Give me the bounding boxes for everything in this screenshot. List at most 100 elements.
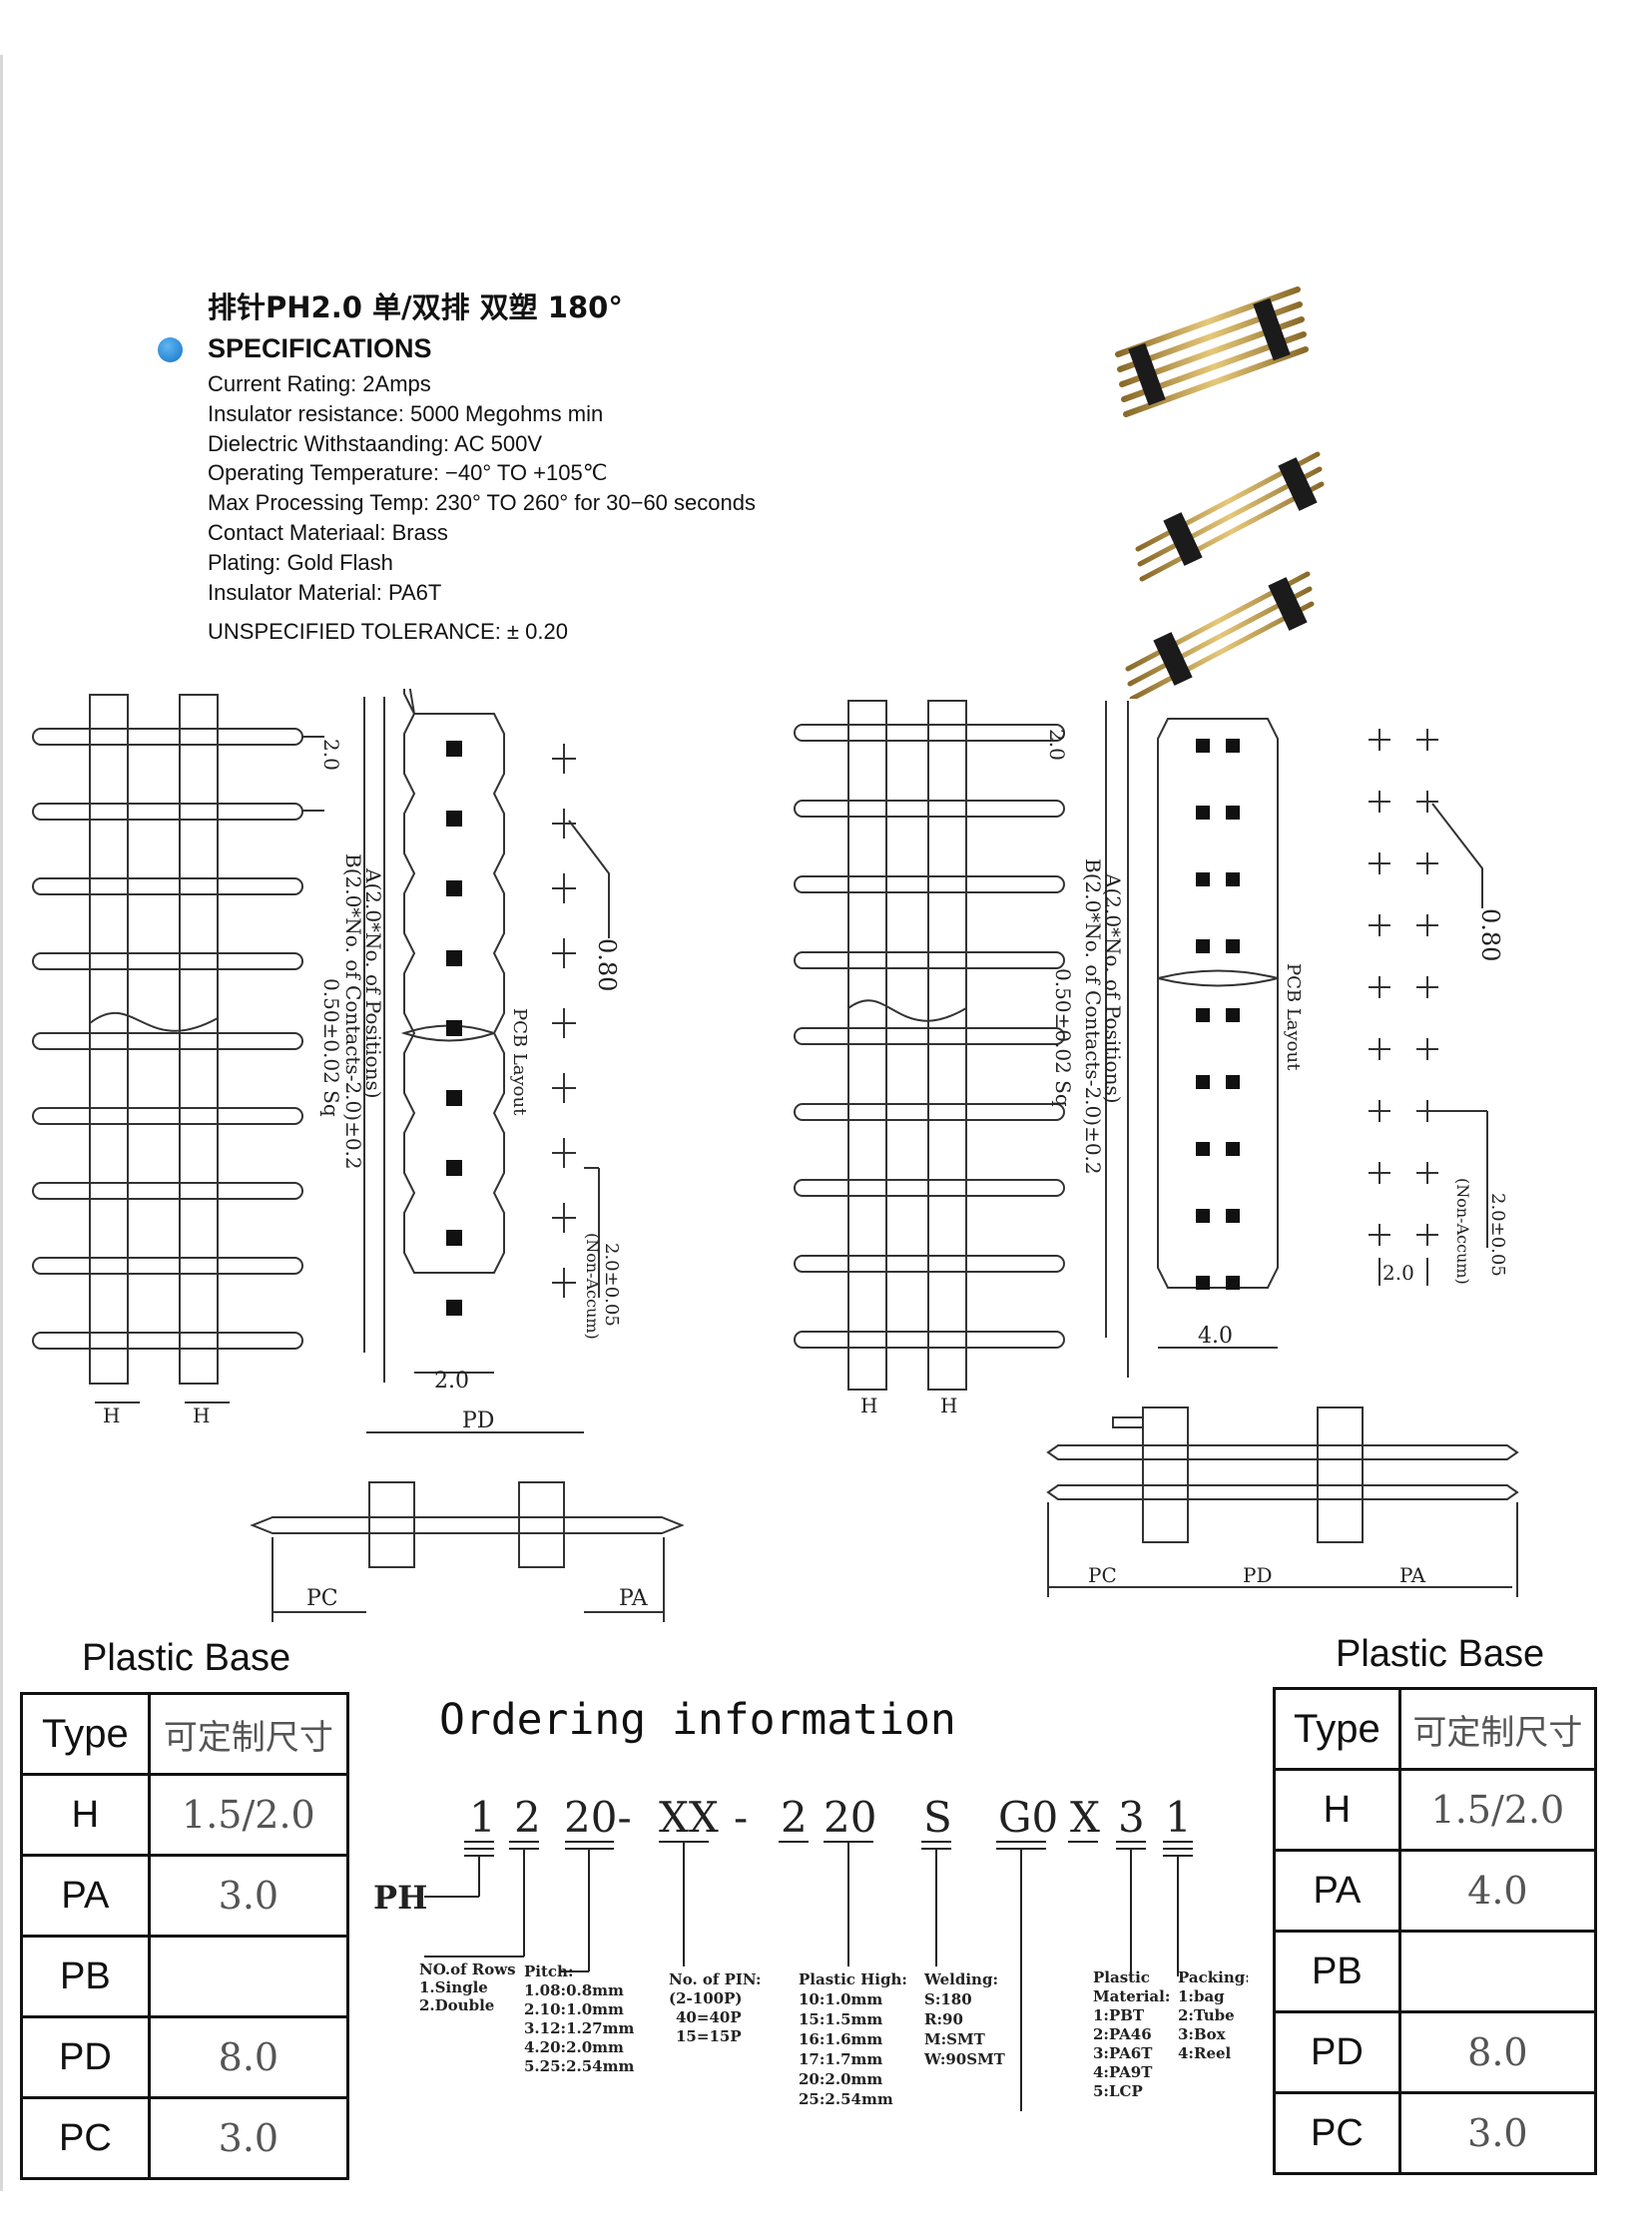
note-line: 4:PA9T (1093, 2063, 1153, 2081)
page-border (0, 55, 3, 2191)
note-line: 3.12:1.27mm (524, 2019, 634, 2037)
spec-item: Insulator Material: PA6T (208, 579, 442, 605)
row-value: 8.0 (1397, 2010, 1598, 2094)
code-part: S (923, 1793, 952, 1842)
code-part: XX (659, 1793, 719, 1842)
note-line: W:90SMT (923, 2050, 1006, 2068)
note-line: 1.08:0.8mm (524, 1981, 624, 1999)
pitch-label: 2.0 (319, 739, 343, 771)
note-line: 1:PBT (1093, 2006, 1145, 2024)
col-size: 可定制尺寸 (1397, 1687, 1598, 1771)
code-prefix: PH (373, 1879, 427, 1917)
width-label: 2.0 (1382, 1261, 1414, 1285)
col-type: Type (20, 1692, 151, 1776)
width-label: 2.0 (434, 1369, 469, 1394)
product-photo (1115, 286, 1325, 699)
row-value: 3.0 (147, 1854, 350, 1938)
code-part: 1 (1165, 1793, 1192, 1842)
spec-item: Insulator resistance: 5000 Megohms min (208, 400, 604, 426)
dim-a-label: A(2.0*No. of Positions) (361, 867, 385, 1099)
note-line: No. of PIN: (669, 1970, 762, 1988)
ordering-title: Ordering information (439, 1695, 956, 1745)
note-line: 20:2.0mm (799, 2070, 882, 2088)
note-line: Plastic High: (799, 1970, 907, 1988)
pin-sq-label: 0.50±0.02 Sq (319, 978, 343, 1117)
note-line: 4:Reel (1178, 2044, 1232, 2062)
row-value: 1.5/2.0 (1397, 1768, 1598, 1852)
right-table-title: Plastic Base (1336, 1633, 1545, 1675)
pitch-label: 2.0 (1045, 729, 1069, 761)
dim-b-label: B(2.0*No. of Contacts-2.0)±0.2 (341, 853, 365, 1170)
row-key: PD (20, 2015, 151, 2099)
note-line: 15=15P (676, 2027, 742, 2045)
note-line: Material: (1093, 1987, 1170, 2005)
h-label: H (193, 1403, 210, 1427)
note-line: NO.of Rows (419, 1960, 516, 1978)
row-value: 3.0 (147, 2096, 350, 2180)
note-line: 25:2.54mm (799, 2090, 893, 2108)
note-line: 1.Single (419, 1978, 488, 1996)
row-value (1397, 1930, 1598, 2013)
tolerance-note: UNSPECIFIED TOLERANCE: ± 0.20 (208, 619, 568, 644)
row-key: PC (20, 2096, 151, 2180)
code-part: 3 (1118, 1793, 1145, 1842)
pcb-layout-label: PCB Layout (1283, 963, 1304, 1071)
code-part: X (1070, 1793, 1100, 1842)
pin-sq-label: 0.50±0.02 Sq (1051, 968, 1075, 1107)
pcb-layout-label: PCB Layout (509, 1008, 530, 1116)
note-line: Pitch: (524, 1962, 573, 1980)
row-value: 3.0 (1397, 2091, 1598, 2175)
col-size: 可定制尺寸 (147, 1692, 350, 1776)
note-line: M:SMT (924, 2030, 986, 2048)
spec-item: Plating: Gold Flash (208, 549, 393, 575)
single-row-drawing: 2.0 A(2.0*No. of Positions) B(2.0*No. of… (32, 689, 685, 1622)
note-line: 10:1.0mm (799, 1990, 882, 2008)
note-line: S:180 (924, 1990, 972, 2008)
note-line: 2:PA46 (1093, 2025, 1152, 2043)
spec-item: Operating Temperature: −40° TO +105℃ (208, 460, 608, 486)
code-part: 1 (469, 1793, 496, 1842)
row-key: PA (20, 1854, 151, 1938)
note-line: 15:1.5mm (799, 2010, 882, 2028)
non-accum-label: 2.0±0.05 (601, 1243, 622, 1327)
row-value: 4.0 (1397, 1849, 1598, 1933)
hole-label: 0.80 (593, 938, 621, 991)
h-label: H (860, 1394, 877, 1417)
pd-label: PD (1243, 1563, 1273, 1587)
row-value: 1.5/2.0 (147, 1773, 350, 1857)
note-line: Welding: (923, 1970, 998, 1988)
note-line: 3:Box (1178, 2025, 1227, 2043)
row-key: H (20, 1773, 151, 1857)
code-part: 20 (824, 1793, 876, 1842)
specs-heading: SPECIFICATIONS (208, 333, 432, 363)
spec-item: Max Processing Temp: 230° TO 260° for 30… (208, 490, 756, 516)
width-label-double: 4.0 (1198, 1324, 1233, 1349)
spec-item: Current Rating: 2Amps (208, 371, 431, 396)
note-line: 2:Tube (1178, 2006, 1235, 2024)
col-type: Type (1273, 1687, 1401, 1771)
note-line: R:90 (924, 2010, 963, 2028)
non-accum-note: (Non-Accum) (1453, 1178, 1472, 1285)
left-table-title: Plastic Base (82, 1637, 291, 1679)
pc-label: PC (306, 1586, 338, 1611)
row-key: PB (1273, 1930, 1401, 2013)
note-line: 1:bag (1178, 1987, 1225, 2005)
non-accum-label: 2.0±0.05 (1487, 1193, 1508, 1277)
note-line: 16:1.6mm (799, 2030, 882, 2048)
h-label: H (940, 1394, 957, 1417)
product-title: 排针PH2.0 单/双排 双塑 180° (208, 290, 623, 324)
code-part: - (734, 1793, 748, 1842)
note-line: 5:LCP (1093, 2082, 1143, 2100)
h-label: H (103, 1403, 120, 1427)
pc-label: PC (1088, 1563, 1117, 1587)
row-value: 8.0 (147, 2015, 350, 2099)
code-part: 20- (564, 1793, 632, 1842)
